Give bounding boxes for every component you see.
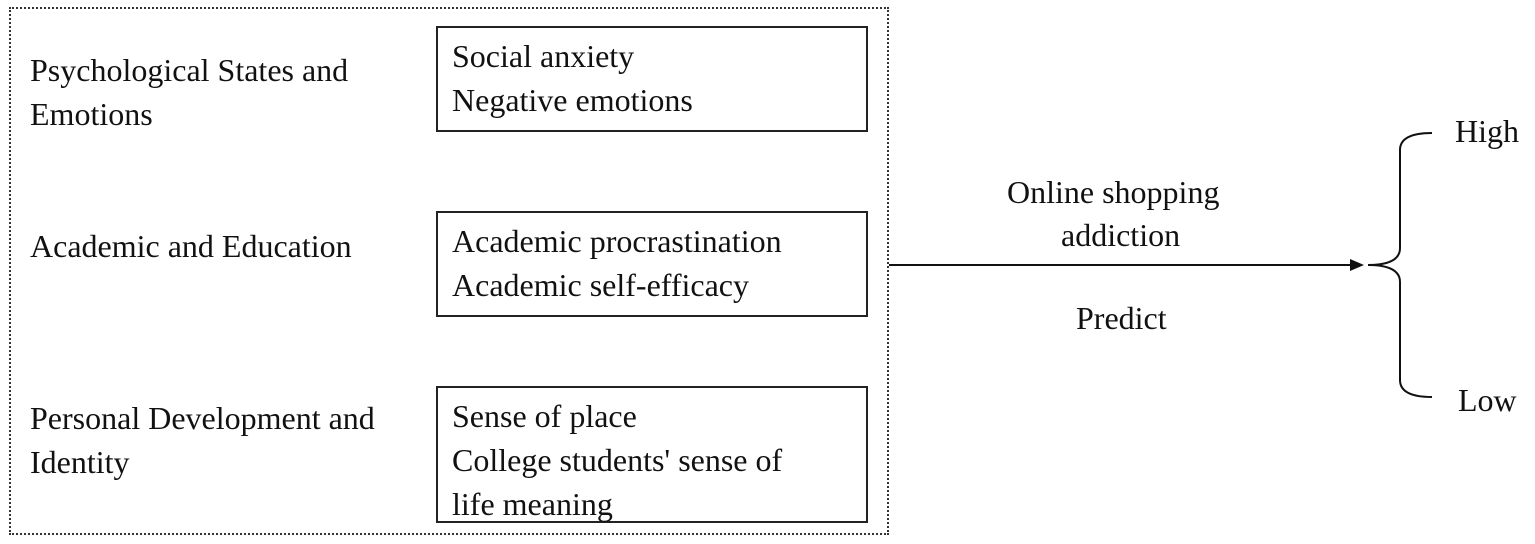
predict-arrow-head [1350,259,1364,271]
factor-sense-of-place: Sense of place [452,398,637,434]
category-personal-development: Personal Development and Identity [30,400,375,480]
factor-social-anxiety: Social anxiety [452,38,635,74]
outcome-label-line1: Online shopping [1007,174,1220,210]
category-academic-education: Academic and Education [30,228,352,264]
outcome-brace [1367,132,1433,398]
category-psychological-states: Psychological States and Emotions [30,52,349,132]
factor-academic-procrastination: Academic procrastination [452,223,782,259]
factor-life-meaning-line1: College students' sense of [452,442,783,478]
predict-label: Predict [1076,300,1167,336]
factor-academic-self-efficacy: Academic self-efficacy [452,267,749,303]
level-low: Low [1458,382,1517,418]
factor-box-academic: Academic procrastination Academic self-e… [436,211,868,317]
predictor-group-frame [9,7,889,535]
factor-life-meaning-line2: life meaning [452,486,613,522]
factor-negative-emotions: Negative emotions [452,82,693,118]
factor-box-personal: Sense of place College students' sense o… [436,386,868,523]
outcome-label-line2: addiction [1061,217,1181,253]
level-high: High [1455,113,1519,149]
factor-box-psychological: Social anxiety Negative emotions [436,26,868,132]
